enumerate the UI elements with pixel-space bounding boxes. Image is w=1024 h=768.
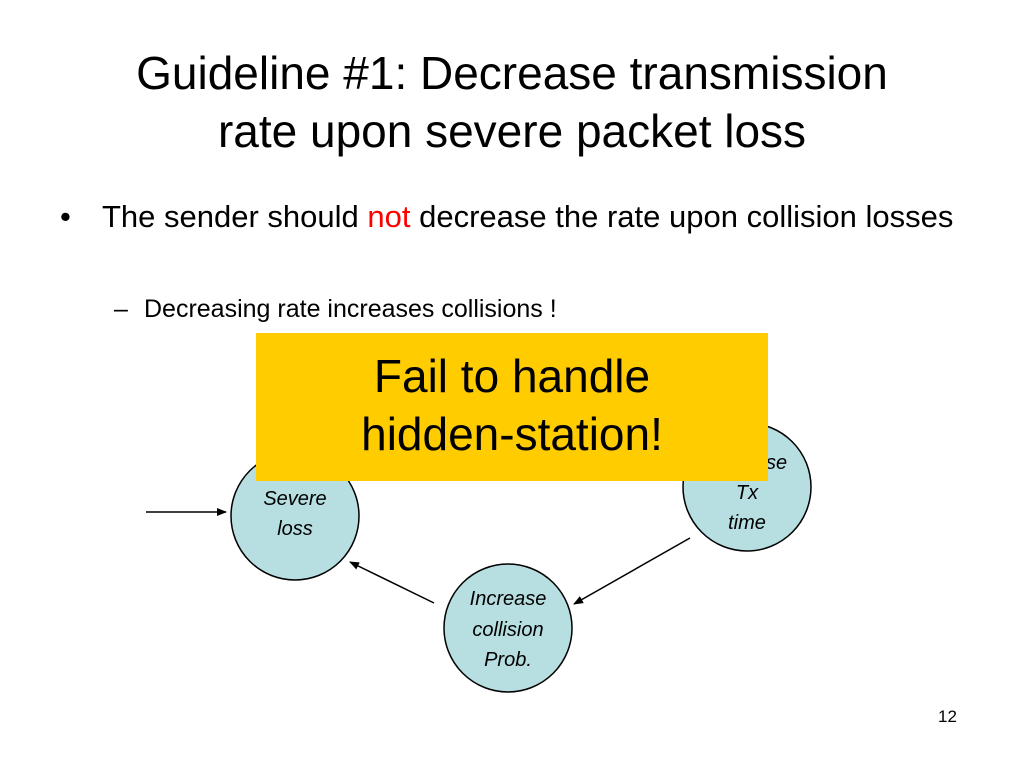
node-collision-prob-circle [443,563,573,693]
slide-title: Guideline #1: Decrease transmission rate… [40,44,984,160]
node-tx-time-label-2: Tx [736,482,759,504]
sub-bullet-dash: – [114,295,128,323]
node-collision-prob-label-3: Prob. [484,649,532,671]
title-line-2: rate upon severe packet loss [217,105,807,157]
node-collision-prob-label-1: Increase [470,588,547,610]
bullet-text-before: The sender should [102,199,368,234]
arrow-txtime-to-collision [573,537,691,605]
node-severe-loss: Severe loss [230,451,360,581]
callout-line-1: Fail to handle [373,350,651,402]
bullet-dot: • [60,199,71,234]
callout-line-2: hidden-station! [361,408,663,460]
node-collision-prob-label-2: collision [472,619,543,641]
bullet-text-after: decrease the rate upon collision losses [410,199,954,234]
bullet-highlight-not: not [367,199,411,234]
page-number: 12 [938,707,957,726]
bullet-text: The sender should not decrease the rate … [102,196,962,238]
node-severe-loss-label-1: Severe [263,488,326,510]
title-line-1: Guideline #1: Decrease transmission [136,47,888,99]
node-tx-time-label-3: time [728,512,766,534]
node-collision-prob: Increase collision Prob. [443,563,573,693]
callout-box: Fail to handle hidden-station! [256,333,768,481]
sub-bullet: –Decreasing rate increases collisions ! [114,292,557,326]
node-severe-loss-label-2: loss [277,518,313,540]
sub-bullet-text: Decreasing rate increases collisions ! [144,295,557,323]
arrow-collision-to-severe-loss [349,561,435,604]
